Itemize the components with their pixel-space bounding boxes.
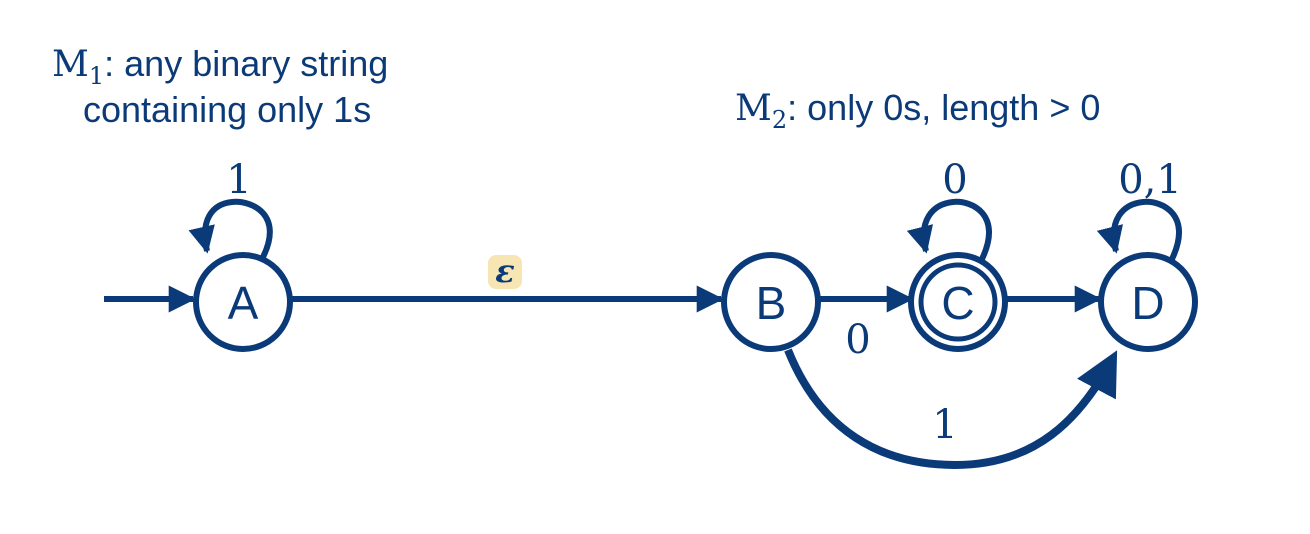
m2-symbol: M bbox=[735, 88, 772, 129]
state-d-label: D bbox=[1131, 277, 1164, 329]
accept-ring bbox=[918, 262, 998, 342]
label-epsilon: ε bbox=[495, 252, 514, 290]
m2-caption-text: : only 0s, length > 0 bbox=[787, 87, 1100, 128]
state-c: C bbox=[908, 252, 1008, 352]
label-d-loop: 0,1 bbox=[1118, 157, 1182, 203]
loop-d bbox=[1096, 198, 1182, 261]
label-a-loop: 1 bbox=[226, 157, 251, 203]
loop-a bbox=[188, 198, 273, 261]
state-c-label: C bbox=[941, 277, 974, 329]
m1-subscript: 1 bbox=[89, 62, 104, 90]
m2-subscript: 2 bbox=[772, 106, 787, 134]
m1-symbol: M bbox=[52, 44, 89, 85]
label-c-loop: 0 bbox=[942, 157, 967, 203]
label-b-c: 0 bbox=[845, 317, 870, 363]
epsilon-highlight bbox=[488, 255, 522, 289]
m1-caption-text: : any binary string bbox=[104, 43, 388, 84]
loop-c bbox=[906, 198, 992, 261]
state-b-label: B bbox=[756, 277, 787, 329]
edge-b-d bbox=[784, 348, 1118, 470]
state-b: B bbox=[721, 252, 821, 352]
state-d: D bbox=[1098, 252, 1198, 352]
m1-caption-line2: containing only 1s bbox=[83, 89, 371, 130]
label-b-d: 1 bbox=[932, 402, 957, 448]
m1-caption-line1: M1: any binary string bbox=[52, 43, 388, 90]
state-a-label: A bbox=[228, 277, 259, 329]
state-a: A bbox=[193, 252, 293, 352]
m2-caption: M2: only 0s, length > 0 bbox=[735, 87, 1100, 134]
